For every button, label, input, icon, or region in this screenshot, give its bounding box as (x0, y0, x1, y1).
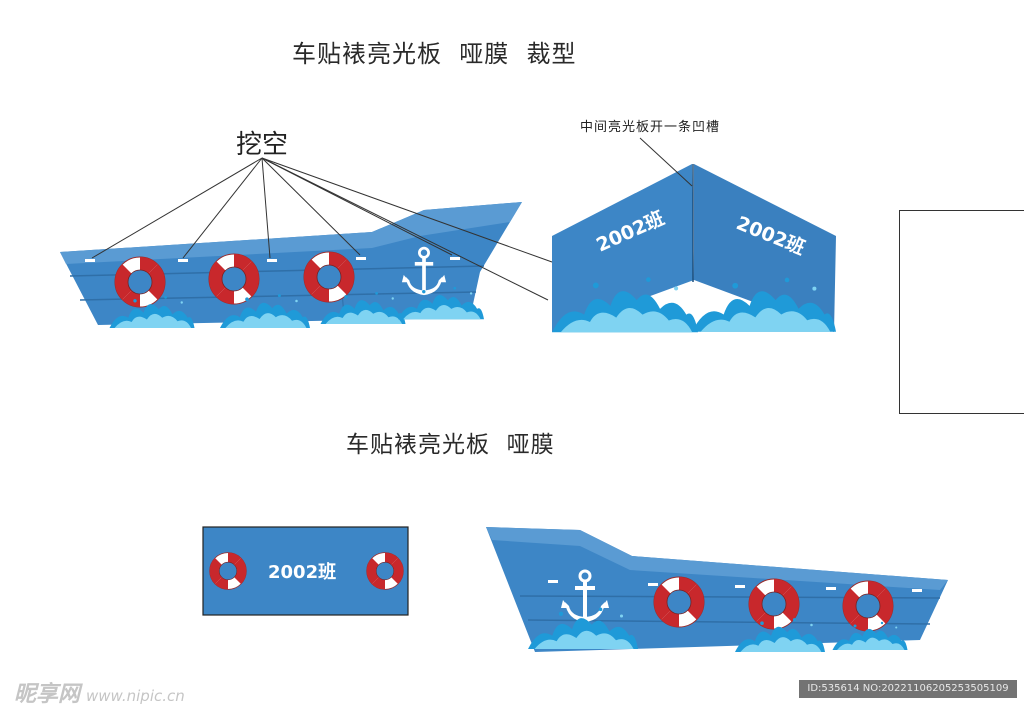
watermark-site-url: www.nipic.cn (86, 687, 185, 705)
life-ring-icon (842, 580, 894, 632)
rect-panel (202, 526, 409, 616)
top-boat-cutout-slots (85, 257, 460, 262)
bow-right-panel (694, 164, 836, 332)
groove-note: 中间亮光板开一条凹槽 (580, 120, 721, 135)
bottom-boat-deck-shade (486, 527, 948, 590)
middle-title: 车贴裱亮光板 哑膜 (346, 432, 555, 458)
watermark-site-name: 昵享网 (14, 682, 81, 707)
top-boat-deck-shade (60, 202, 522, 264)
rect-panel-class-label: 2002班 (268, 562, 336, 583)
top-boat (60, 202, 522, 328)
life-ring-icon (653, 576, 705, 628)
bow-panels (552, 137, 836, 333)
life-ring-icon (114, 256, 166, 308)
watermark-image-id: ID:535614 NO:20221106205253505109 (799, 680, 1017, 698)
empty-frame (899, 210, 1024, 414)
watermark-logo: 昵享网 www.nipic.cn (14, 676, 185, 708)
top-title: 车贴裱亮光板 哑膜 裁型 (292, 40, 577, 68)
cutout-leader-lines (91, 157, 553, 301)
life-ring-icon (208, 253, 260, 305)
life-ring-icon (209, 552, 247, 590)
groove-leader-line (639, 137, 693, 187)
life-ring-icon (303, 251, 355, 303)
bow-left-panel (552, 164, 694, 332)
life-ring-icon (366, 552, 404, 590)
bottom-boat-slots (548, 580, 922, 592)
life-ring-icon (748, 578, 800, 630)
cutout-label: 挖空 (236, 130, 289, 160)
bottom-boat (486, 527, 948, 652)
